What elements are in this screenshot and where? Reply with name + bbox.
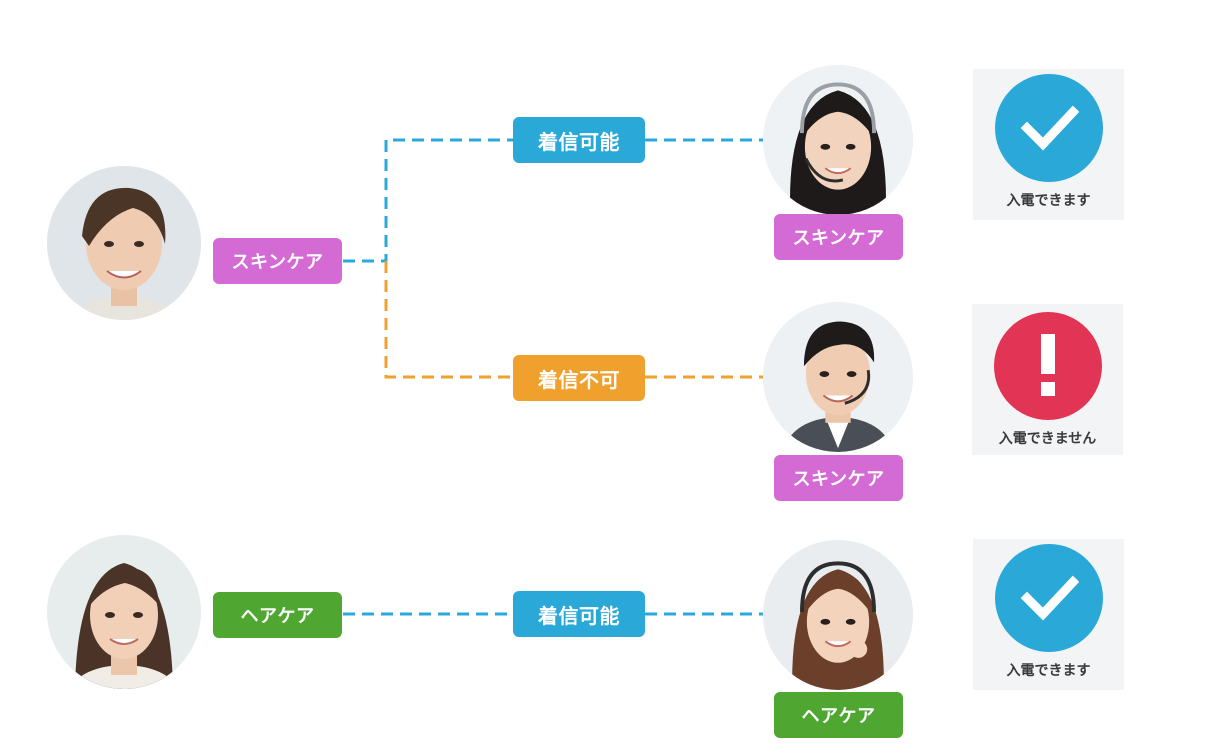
operator-avatar-3 (763, 540, 913, 690)
status-card-unavailable: 入電できません (972, 304, 1123, 455)
connector-unavailable (384, 261, 513, 379)
operator-avatar-1 (763, 65, 913, 215)
status-text-2: 入電できません (998, 431, 1097, 447)
status-label-available: 着信可能 (513, 117, 645, 163)
status-label-unavailable: 着信不可 (513, 355, 645, 401)
customer-avatar-skincare (47, 166, 201, 320)
operator-avatar-2 (763, 302, 913, 452)
connector-available-1 (343, 138, 513, 263)
status-text-1: 入電できます (1006, 193, 1091, 209)
operator-tag-3: ヘアケア (774, 692, 903, 738)
customer-avatar-haircare (47, 535, 201, 689)
status-label-available-2: 着信可能 (513, 591, 645, 637)
customer-tag-haircare: ヘアケア (213, 592, 342, 638)
exclamation-icon (994, 312, 1102, 420)
status-text-3: 入電できます (1006, 663, 1091, 679)
checkmark-icon (995, 74, 1103, 182)
status-card-available-2: 入電できます (973, 539, 1124, 690)
operator-tag-2: スキンケア (774, 455, 903, 501)
status-card-available-1: 入電できます (973, 69, 1124, 220)
customer-tag-skincare: スキンケア (213, 238, 342, 284)
operator-tag-1: スキンケア (774, 214, 903, 260)
checkmark-icon (995, 544, 1103, 652)
